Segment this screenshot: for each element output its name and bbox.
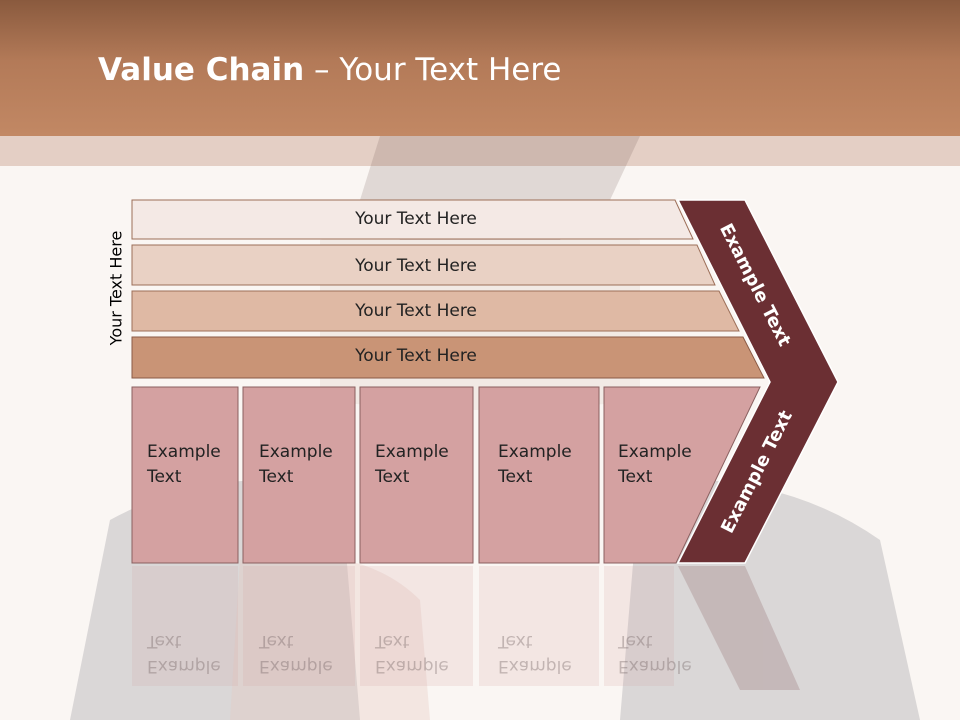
cell-2-line1: Example	[259, 442, 333, 462]
row-2-label: Your Text Here	[355, 256, 477, 276]
cell-4-reflection	[479, 566, 599, 686]
slide-title: Value Chain – Your Text Here	[98, 52, 561, 88]
title-bold: Value Chain	[98, 52, 305, 88]
cell-5-reflection	[604, 566, 674, 686]
cell-5-reflection-line1: Example	[618, 656, 692, 676]
cell-4-box	[478, 386, 600, 564]
row-3-bar	[131, 290, 740, 332]
cell-2-reflection-line1: Example	[259, 656, 333, 676]
cell-5-line2: Text	[618, 467, 653, 487]
cell-5-reflection-line2: Text	[618, 631, 653, 651]
cell-1-reflection	[132, 566, 238, 686]
cell-2-line2: Text	[259, 467, 294, 487]
cell-2-box	[242, 386, 356, 564]
row-3-label: Your Text Here	[355, 301, 477, 321]
cell-1-reflection-line1: Example	[147, 656, 221, 676]
cell-3-reflection-line2: Text	[375, 631, 410, 651]
cell-1-reflection-line2: Text	[147, 631, 182, 651]
cell-1-line2: Text	[147, 467, 182, 487]
header-bar	[0, 0, 960, 136]
cell-4-line1: Example	[498, 442, 572, 462]
row-2-bar	[131, 244, 716, 286]
cell-3-reflection	[360, 566, 473, 686]
row-4-label: Your Text Here	[355, 346, 477, 366]
cell-2-reflection-line2: Text	[259, 631, 294, 651]
row-1-label: Your Text Here	[355, 209, 477, 229]
cell-3-reflection-text: Example Text	[375, 628, 449, 678]
cell-1-box	[131, 386, 239, 564]
cell-1-line1: Example	[147, 442, 221, 462]
cell-1-reflection-text: Example Text	[147, 628, 221, 678]
header-band	[0, 136, 960, 166]
chevron-arrow	[676, 199, 839, 564]
cell-3-line2: Text	[375, 467, 410, 487]
cell-3-line1: Example	[375, 442, 449, 462]
cell-5-box	[603, 386, 761, 564]
cell-3-box	[359, 386, 474, 564]
cell-4-reflection-line1: Example	[498, 656, 572, 676]
row-4-bar	[131, 336, 765, 379]
cell-3-reflection-line1: Example	[375, 656, 449, 676]
cell-4-line2: Text	[498, 467, 533, 487]
cell-5-reflection-text: Example Text	[618, 628, 692, 678]
cell-2-reflection-text: Example Text	[259, 628, 333, 678]
title-rest: – Your Text Here	[304, 52, 562, 88]
cell-2-reflection	[243, 566, 355, 686]
cell-4-reflection-line2: Text	[498, 631, 533, 651]
cell-4-reflection-text: Example Text	[498, 628, 572, 678]
row-1-bar	[131, 199, 694, 240]
chevron-reflection	[678, 566, 800, 690]
side-label: Your Text Here	[106, 230, 126, 346]
cell-5-line1: Example	[618, 442, 692, 462]
